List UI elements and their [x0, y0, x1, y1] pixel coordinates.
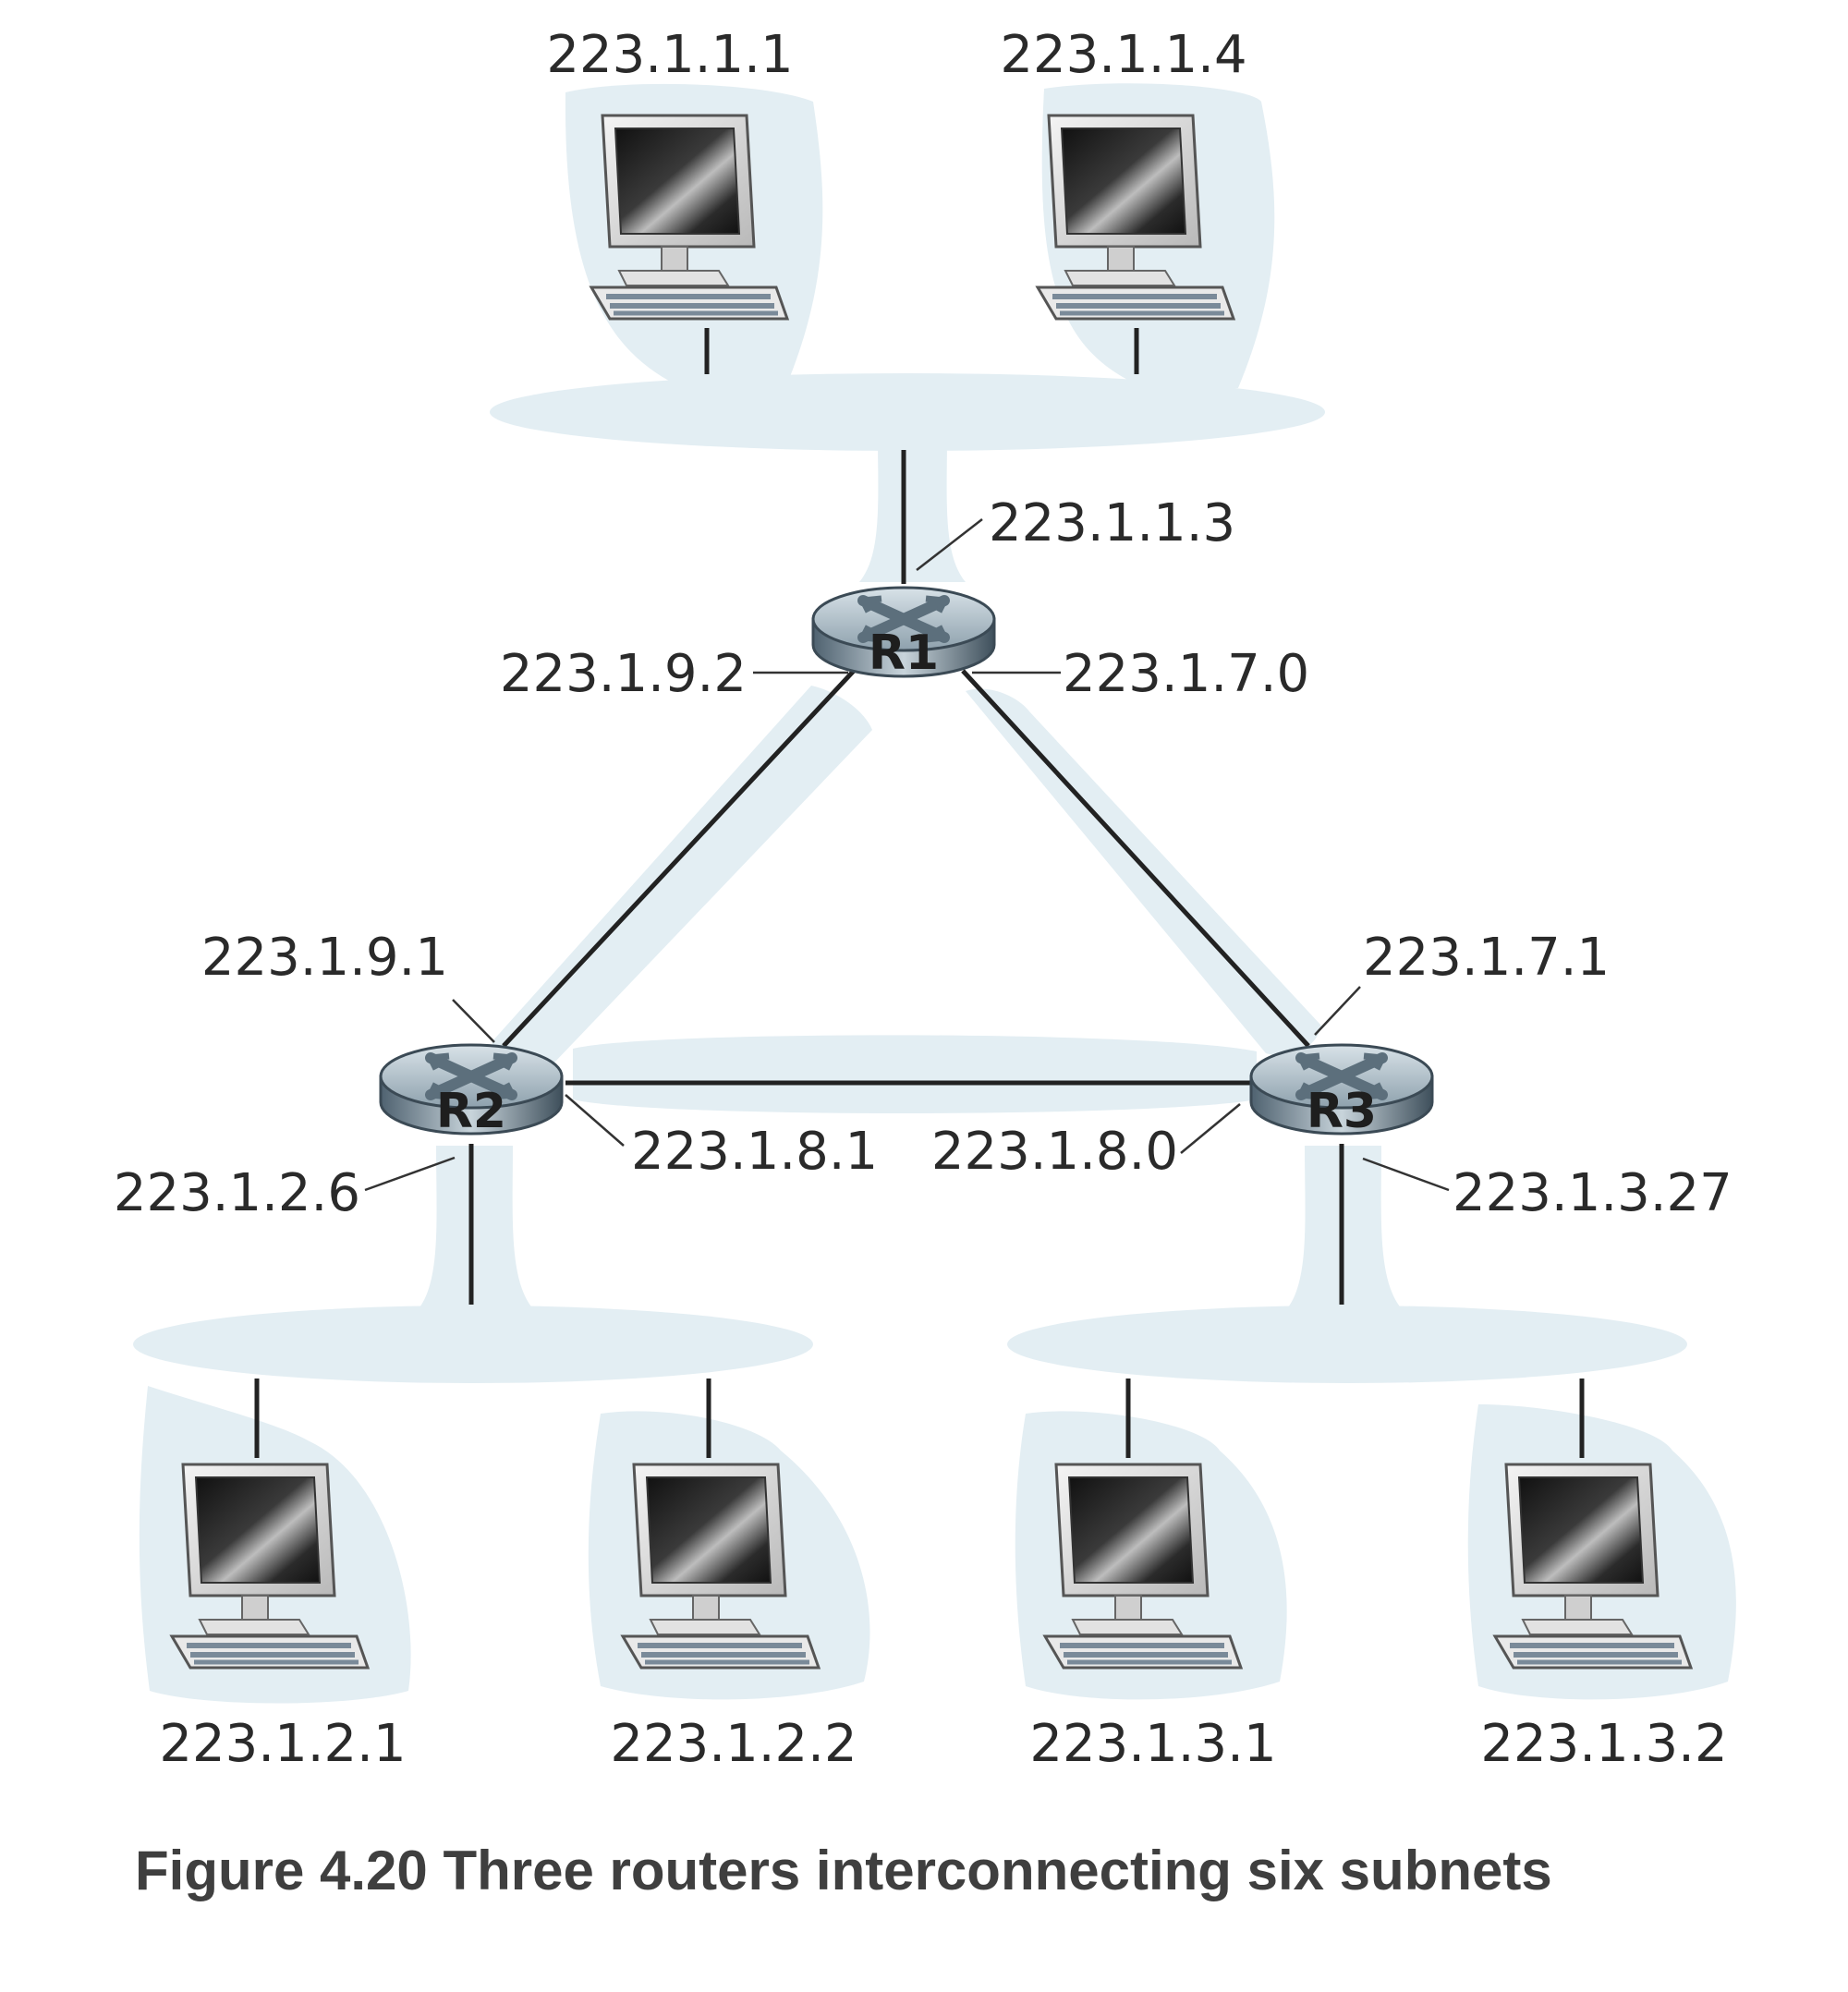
leader-r2-bottom — [364, 1156, 456, 1192]
links — [254, 328, 1585, 1458]
r2-top-interface-address: 223.1.9.1 — [201, 928, 448, 988]
router-r1-label: R1 — [869, 626, 939, 681]
leader-r1-top — [916, 518, 983, 571]
figure-caption: Figure 4.20 Three routers interconnectin… — [135, 1840, 1552, 1901]
leader-r3-left — [1180, 1103, 1241, 1154]
router-r3-label: R3 — [1307, 1084, 1377, 1139]
leader-r3-bottom — [1362, 1157, 1450, 1192]
r1-top-interface-address: 223.1.1.3 — [989, 493, 1235, 553]
leader-r2-top — [452, 999, 495, 1043]
address-labels: 223.1.1.1 223.1.1.4 223.1.1.3 223.1.9.2 … — [114, 25, 1732, 1774]
router-r1[interactable]: R1 — [813, 588, 994, 681]
host-bottom-2-address: 223.1.2.2 — [610, 1714, 857, 1774]
host-bottom-1-address: 223.1.2.1 — [159, 1714, 406, 1774]
subnet-r2-r3-background — [573, 1035, 1257, 1113]
router-r3[interactable]: R3 — [1251, 1045, 1432, 1139]
host-top-left-address: 223.1.1.1 — [546, 25, 793, 85]
leader-lines — [364, 518, 1450, 1192]
r3-left-interface-address: 223.1.8.0 — [931, 1122, 1178, 1182]
host-bottom-4-address: 223.1.3.2 — [1480, 1714, 1727, 1774]
r1-left-interface-address: 223.1.9.2 — [500, 644, 747, 704]
router-r2[interactable]: R2 — [381, 1045, 562, 1139]
r1-right-interface-address: 223.1.7.0 — [1063, 644, 1309, 704]
host-top-right-address: 223.1.1.4 — [1000, 25, 1246, 85]
link-r1-r2 — [502, 669, 856, 1048]
leader-r2-right — [565, 1094, 625, 1147]
r3-bottom-interface-address: 223.1.3.27 — [1453, 1163, 1732, 1223]
link-r1-r3 — [961, 669, 1310, 1048]
r2-right-interface-address: 223.1.8.1 — [631, 1122, 878, 1182]
r3-top-interface-address: 223.1.7.1 — [1363, 928, 1610, 988]
host-bottom-3-address: 223.1.3.1 — [1029, 1714, 1276, 1774]
subnet-r1-r2-background — [492, 686, 872, 1066]
router-r2-label: R2 — [436, 1084, 506, 1139]
r2-bottom-interface-address: 223.1.2.6 — [114, 1163, 360, 1223]
leader-r3-top — [1314, 986, 1361, 1036]
